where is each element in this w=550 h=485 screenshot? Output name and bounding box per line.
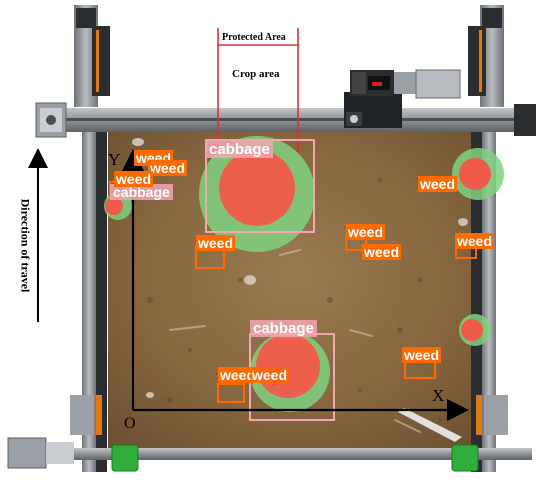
weed-label-2: weed (148, 160, 188, 176)
protected-area-label: Protected Area (222, 32, 286, 43)
coordinate-axes (122, 149, 469, 421)
weed-label-10: weed (218, 367, 258, 383)
direction-of-travel-label: Direction of travel (18, 198, 33, 293)
cabbage-crop-top (199, 136, 315, 252)
cabbage-label-bottom: cabbage (250, 320, 317, 337)
weed-label-11: weed (250, 367, 290, 383)
weed-label-6: weed (362, 244, 402, 260)
cabbage-label-left: cabbage (110, 184, 173, 200)
weed-label-3: weed (114, 171, 154, 187)
bottom-beam (7, 437, 532, 472)
axis-x-label: X (432, 386, 445, 405)
weed-label-5: weed (346, 224, 386, 240)
weed-label-7: weed (418, 176, 458, 192)
right-connector (451, 444, 479, 472)
left-rail (70, 5, 110, 472)
cabbage-crop-right-top (452, 148, 504, 200)
weed-label-9: weed (402, 347, 442, 363)
weed-label-8: weed (455, 233, 495, 249)
weed-label-4: weed (196, 235, 236, 251)
tool-carriage (344, 69, 461, 128)
glare-streak (398, 408, 462, 442)
cabbage-crop-right-bottom (459, 314, 491, 346)
left-connector (111, 444, 139, 472)
top-gantry-beam (35, 102, 536, 138)
bottom-motor (7, 437, 47, 469)
origin-label: O (124, 415, 136, 432)
axis-y-label: Y (108, 150, 121, 169)
right-end-cap (514, 104, 536, 136)
crop-area-label: Crop area (232, 68, 280, 80)
cabbage-label-top: cabbage (206, 141, 273, 158)
right-rail (468, 5, 508, 472)
